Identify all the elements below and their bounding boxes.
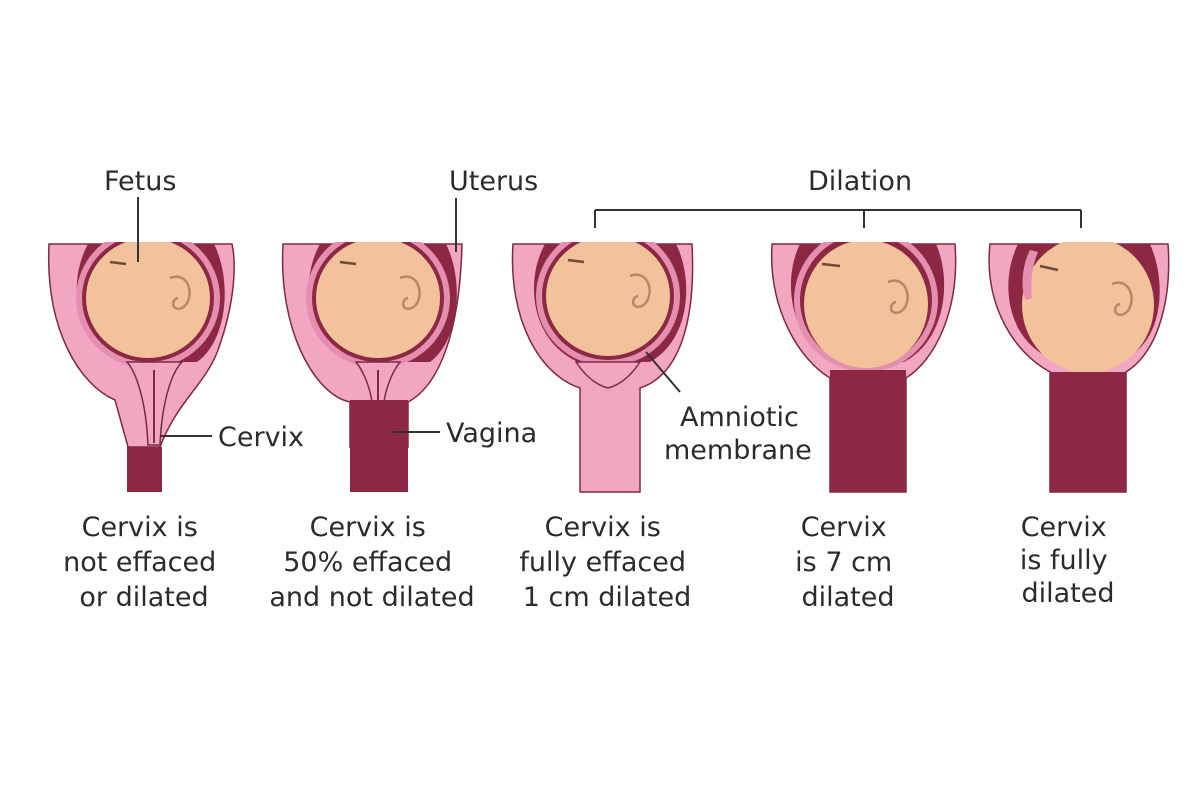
fetal-head-icon: [804, 242, 928, 368]
vagina: [127, 447, 162, 492]
vagina-head-overlap: [830, 350, 906, 367]
stage-4-illustration: [770, 242, 957, 493]
fetus-label: Fetus: [104, 166, 176, 197]
fetal-eye-icon: [821, 262, 841, 268]
dilation-bracket: [594, 209, 1082, 228]
vagina: [1050, 372, 1126, 492]
fetal-ear-icon: [887, 279, 909, 315]
cervix-shape: [574, 361, 642, 389]
dilation-label: Dilation: [808, 166, 912, 197]
amniotic-label-line-2: membrane: [664, 435, 812, 466]
vagina: [830, 370, 906, 492]
vagina-label: Vagina: [446, 418, 537, 449]
fetal-head-icon: [316, 242, 440, 358]
fetal-eye-icon: [1039, 264, 1059, 272]
cervix-label: Cervix: [218, 422, 304, 453]
stage-1-caption: Cervix is not effaced or dilated: [63, 512, 225, 613]
stage-5-caption: Cervix is fully dilated: [1020, 512, 1116, 609]
fetal-ear-icon: [399, 275, 421, 311]
amniotic-membrane-leader-line: [645, 351, 681, 393]
fetal-ear-icon: [169, 275, 191, 311]
fetal-ear-icon: [1111, 281, 1133, 317]
fetal-eye-icon: [567, 258, 585, 264]
fetal-ear-icon: [629, 273, 651, 309]
fetal-eye-icon: [339, 260, 357, 266]
stage-3-caption: Cervix is fully effaced 1 cm dilated: [519, 512, 694, 613]
uterus-label: Uterus: [449, 166, 538, 197]
stage-3-illustration: [511, 242, 694, 493]
fetal-head-icon: [86, 242, 210, 358]
fetal-head-icon: [546, 242, 670, 356]
amniotic-label-line-1: Amniotic: [680, 402, 799, 433]
stage-2-illustration: [281, 242, 463, 492]
fetal-eye-icon: [109, 260, 127, 266]
stage-1-illustration: [47, 242, 235, 492]
stage-5-illustration: [988, 242, 1170, 493]
stage-4-caption: Cervix is 7 cm dilated: [795, 512, 901, 613]
vagina: [350, 400, 408, 492]
fetal-head-icon: [1022, 242, 1154, 373]
stage-2-caption: Cervix is 50% effaced and not dilated: [269, 512, 474, 613]
amniotic-membrane-label: Amniotic membrane: [664, 402, 812, 466]
amniotic-membrane-ruptured: [1022, 250, 1038, 300]
